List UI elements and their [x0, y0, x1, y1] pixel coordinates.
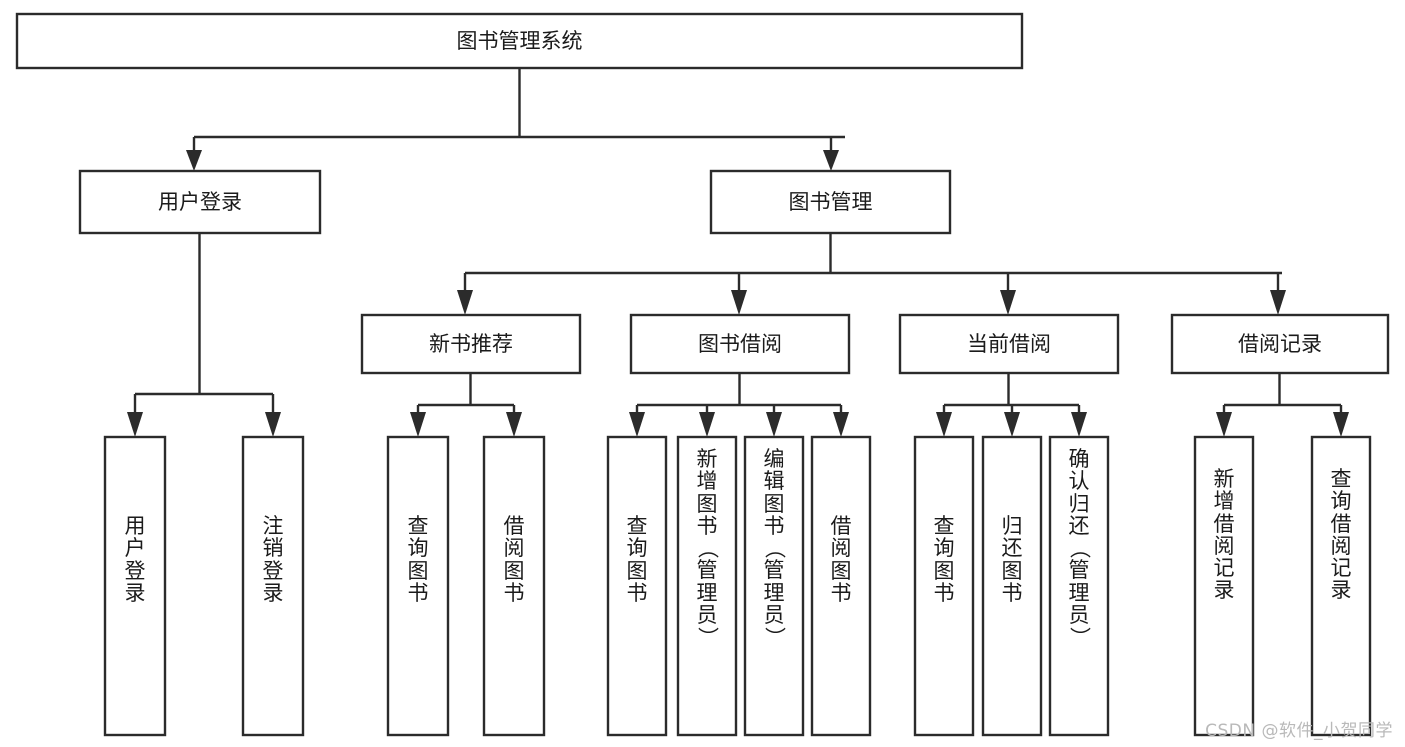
node-box-current-borrow[interactable]: [898, 313, 1120, 375]
node-box-leaf-query-book-c[interactable]: [913, 435, 975, 737]
node-box-leaf-return-book[interactable]: [981, 435, 1043, 737]
arrowhead-leaf-user-login: [127, 412, 143, 437]
node-box-leaf-query-book-b[interactable]: [606, 435, 668, 737]
arrowhead-leaf-borrow-book-a: [506, 412, 522, 437]
arrowhead-user-login: [186, 150, 202, 171]
arrowhead-currentborrow: [1000, 290, 1016, 315]
arrowhead-leaf-logout: [265, 412, 281, 437]
node-box-leaf-add-record[interactable]: [1193, 435, 1255, 737]
node-box-leaf-query-record[interactable]: [1310, 435, 1372, 737]
arrowhead-leaf-borrow-book-b: [833, 412, 849, 437]
arrowhead-leaf-query-record: [1333, 412, 1349, 437]
node-box-root[interactable]: [15, 12, 1024, 70]
node-box-book-manage[interactable]: [709, 169, 952, 235]
node-box-leaf-confirm-return[interactable]: [1048, 435, 1110, 737]
node-box-leaf-logout[interactable]: [241, 435, 305, 737]
label-borrow-record: 借阅记录: [1238, 332, 1322, 356]
arrowhead-leaf-confirm-return: [1071, 412, 1087, 437]
node-box-book-borrow[interactable]: [629, 313, 851, 375]
arrowhead-bookborrow: [731, 290, 747, 315]
label-book-manage: 图书管理: [789, 190, 873, 214]
arrowhead-leaf-query-book-c: [936, 412, 952, 437]
node-box-leaf-query-book-a[interactable]: [386, 435, 450, 737]
arrowhead-leaf-return-book: [1004, 412, 1020, 437]
arrowhead-borrowrecord: [1270, 290, 1286, 315]
node-box-leaf-user-login[interactable]: [103, 435, 167, 737]
label-root: 图书管理系统: [457, 29, 583, 53]
arrowhead-leaf-add-record: [1216, 412, 1232, 437]
label-user-login: 用户登录: [158, 190, 242, 214]
node-layer: [15, 12, 1390, 737]
arrowhead-book-manage: [823, 150, 839, 171]
arrowhead-leaf-query-book-b: [629, 412, 645, 437]
label-current-borrow: 当前借阅: [967, 332, 1051, 356]
label-book-borrow: 图书借阅: [698, 332, 782, 356]
node-box-leaf-borrow-book-a[interactable]: [482, 435, 546, 737]
label-new-book-rec: 新书推荐: [429, 332, 513, 356]
node-box-borrow-record[interactable]: [1170, 313, 1390, 375]
node-box-user-login[interactable]: [78, 169, 322, 235]
arrowhead-leaf-query-book-a: [410, 412, 426, 437]
connector-layer: [127, 68, 1349, 437]
node-box-leaf-borrow-book-b[interactable]: [810, 435, 872, 737]
arrowhead-newbook: [457, 290, 473, 315]
node-box-leaf-edit-book[interactable]: [743, 435, 805, 737]
node-box-leaf-add-book[interactable]: [676, 435, 738, 737]
arrowhead-leaf-add-book: [699, 412, 715, 437]
node-box-new-book-rec[interactable]: [360, 313, 582, 375]
arrowhead-leaf-edit-book: [766, 412, 782, 437]
horizontal-label-layer: 图书管理系统 用户登录 图书管理 新书推荐 图书借阅 当前借阅 借阅记录: [158, 29, 1322, 356]
